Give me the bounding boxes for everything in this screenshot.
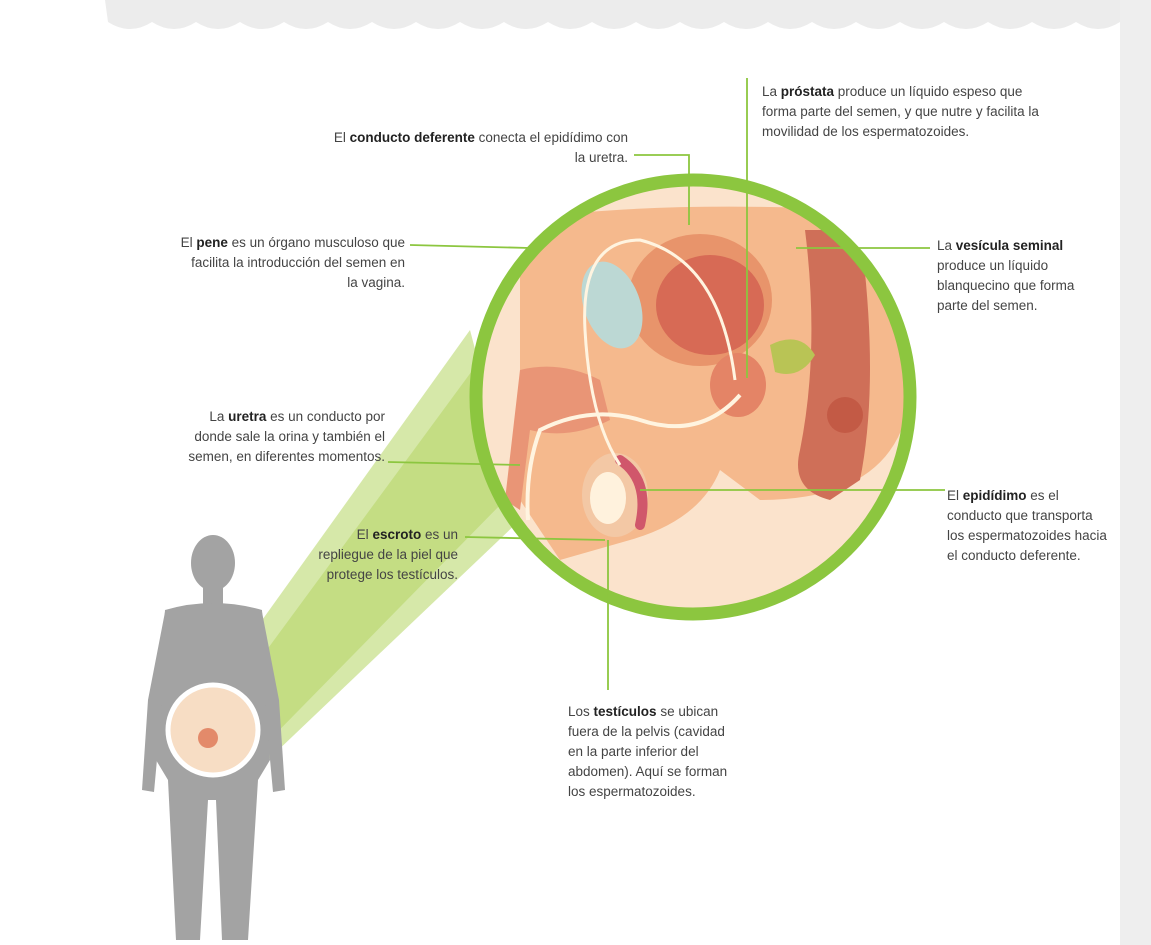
label-pre: El [181,235,197,250]
term-escroto: escroto [372,527,421,542]
term-uretra: uretra [228,409,266,424]
term-epididimo: epidídimo [963,488,1027,503]
label-post: conecta el epidídimo con la uretra. [475,130,628,165]
label-prostata: La próstata produce un líquido espeso qu… [762,82,1054,142]
term-prostata: próstata [781,84,834,99]
page-right-shadow [1120,0,1151,945]
term-testiculos: testículos [594,704,657,719]
label-pre: La [209,409,228,424]
label-epididimo: El epidídimo es el conducto que transpor… [947,486,1112,566]
label-pre: La [762,84,781,99]
scalloped-edge [105,0,1120,29]
label-pre: El [947,488,963,503]
label-vesicula: La vesícula seminal produce un líquido b… [937,236,1097,316]
page-left-shadow [0,0,108,945]
label-pre: El [357,527,373,542]
label-post: produce un líquido blanquecino que forma… [937,258,1074,313]
label-pre: La [937,238,956,253]
label-pre: Los [568,704,594,719]
term-pene: pene [196,235,228,250]
label-conducto-deferente: El conducto deferente conecta el epidídi… [320,128,628,168]
detail-circle-small-organ [198,728,218,748]
label-testiculos: Los testículos se ubican fuera de la pel… [568,702,736,802]
term-vesicula: vesícula seminal [956,238,1063,253]
term-conducto-deferente: conducto deferente [350,130,475,145]
label-pre: El [334,130,350,145]
label-uretra: La uretra es un conducto por donde sale … [170,407,385,467]
leader-pene [410,245,530,248]
label-pene: El pene es un órgano musculoso que facil… [180,233,405,293]
label-escroto: El escroto es un repliegue de la piel qu… [318,525,458,585]
